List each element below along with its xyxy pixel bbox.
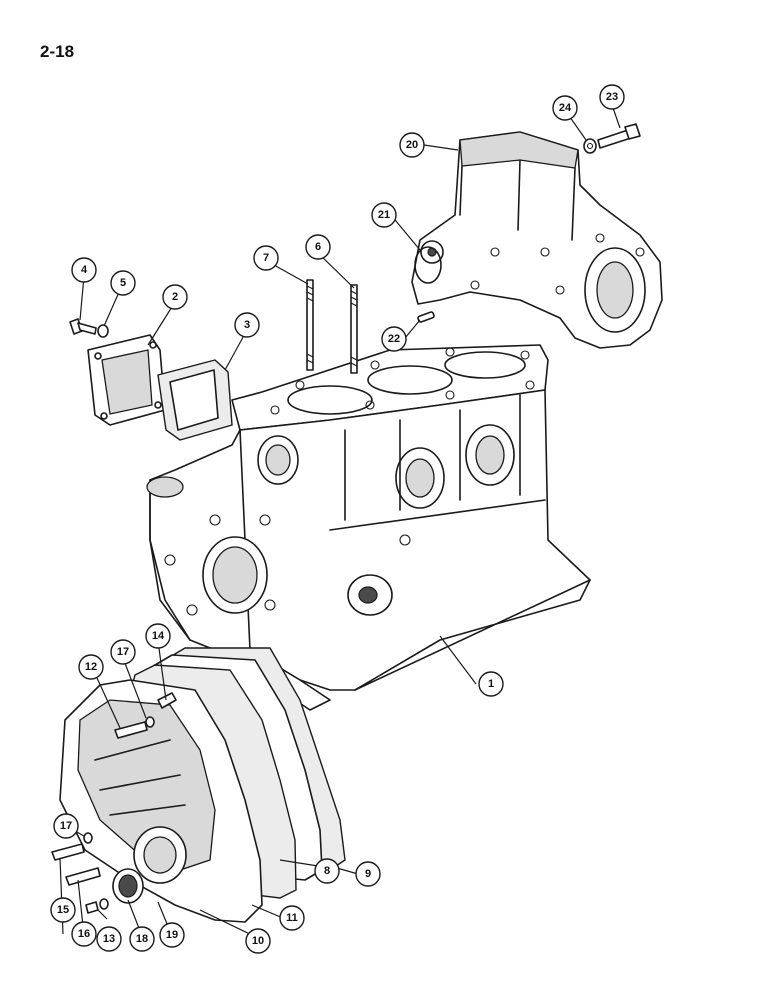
svg-text:1: 1 — [488, 678, 494, 690]
svg-text:6: 6 — [315, 241, 321, 253]
callout-10: 10 — [245, 928, 271, 954]
stud-6 — [350, 284, 358, 374]
callout-3: 3 — [234, 312, 260, 338]
washer-24 — [583, 138, 597, 154]
oil-seal — [112, 868, 144, 904]
stud-7 — [306, 279, 314, 371]
callout-11: 11 — [279, 905, 305, 931]
timing-cover — [59, 679, 263, 923]
cylinder-block — [146, 344, 591, 711]
washer-17-upper — [145, 716, 155, 728]
callout-21: 21 — [371, 202, 397, 228]
cover-plate — [87, 334, 166, 426]
rear-adapter-plate — [411, 131, 663, 349]
svg-text:10: 10 — [252, 935, 264, 947]
page-number: 2-18 — [40, 42, 75, 61]
washer-17-lower — [83, 832, 93, 844]
callout-7: 7 — [253, 245, 279, 271]
svg-text:8: 8 — [324, 865, 330, 877]
svg-text:21: 21 — [378, 209, 390, 221]
svg-text:2: 2 — [172, 291, 178, 303]
svg-text:20: 20 — [406, 139, 418, 151]
callout-19: 19 — [159, 922, 185, 948]
bolt-14 — [157, 692, 177, 709]
callout-1: 1 — [478, 671, 504, 697]
svg-text:4: 4 — [81, 264, 88, 276]
bolt-12 — [114, 721, 148, 739]
callout-20: 20 — [399, 132, 425, 158]
svg-text:11: 11 — [286, 912, 298, 924]
bolt-4 — [69, 318, 97, 335]
svg-text:14: 14 — [152, 630, 165, 642]
svg-text:12: 12 — [85, 661, 97, 673]
svg-text:17: 17 — [60, 820, 72, 832]
callout-22: 22 — [381, 326, 407, 352]
callout-6: 6 — [305, 234, 331, 260]
svg-text:15: 15 — [57, 904, 69, 916]
svg-text:5: 5 — [120, 277, 126, 289]
svg-text:17: 17 — [117, 646, 129, 658]
svg-text:22: 22 — [388, 333, 400, 345]
callout-17-upper: 17 — [110, 639, 136, 665]
callout-13: 13 — [96, 926, 122, 952]
svg-text:16: 16 — [78, 928, 90, 940]
cover-gasket — [157, 359, 233, 441]
svg-text:9: 9 — [365, 868, 371, 880]
callout-5: 5 — [110, 270, 136, 296]
svg-text:23: 23 — [606, 91, 618, 103]
callout-16: 16 — [71, 921, 97, 947]
bolt-16 — [65, 867, 101, 886]
bolt-15 — [51, 843, 85, 861]
dowel-pin — [417, 311, 435, 323]
callout-15: 15 — [50, 897, 76, 923]
callout-9: 9 — [355, 861, 381, 887]
callout-18: 18 — [129, 926, 155, 952]
washer-13 — [99, 898, 109, 910]
svg-text:18: 18 — [136, 933, 148, 945]
callout-23: 23 — [599, 84, 625, 110]
svg-text:24: 24 — [559, 102, 572, 114]
svg-text:7: 7 — [263, 252, 269, 264]
svg-text:3: 3 — [244, 319, 250, 331]
callout-4: 4 — [71, 257, 97, 283]
washer-5 — [97, 324, 109, 338]
o-ring — [414, 246, 442, 284]
callout-17-lower: 17 — [53, 813, 79, 839]
bolt-13 — [85, 901, 99, 914]
svg-text:19: 19 — [166, 929, 178, 941]
callout-24: 24 — [552, 95, 578, 121]
callout-12: 12 — [78, 654, 104, 680]
callout-8: 8 — [314, 858, 340, 884]
callout-2: 2 — [162, 284, 188, 310]
callout-14: 14 — [145, 623, 171, 649]
svg-text:13: 13 — [103, 933, 115, 945]
bolt-23 — [597, 123, 641, 149]
